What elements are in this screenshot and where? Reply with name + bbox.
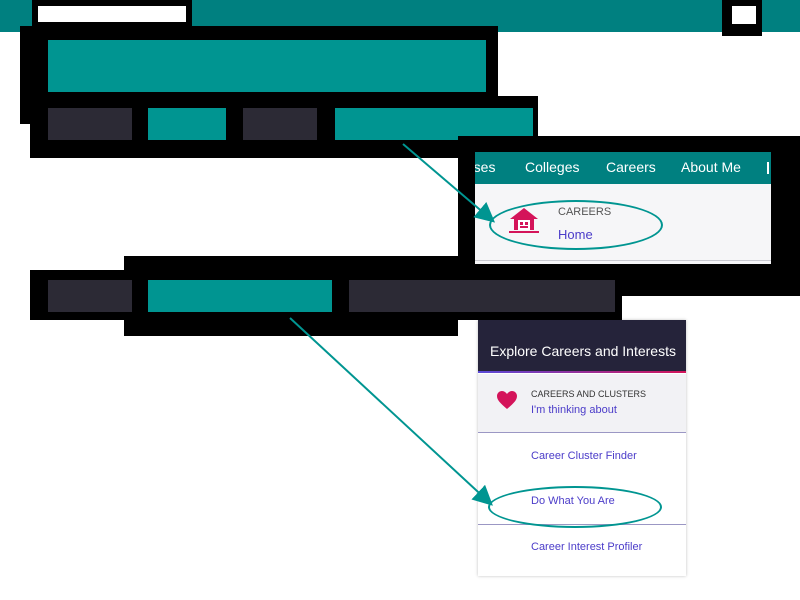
nav-item-courses[interactable]: rses: [475, 159, 496, 175]
top-left-white-bar: [38, 6, 186, 22]
redacted-menu-step-2: [148, 280, 332, 312]
arrow-to-home: [402, 143, 496, 223]
thinking-about-link[interactable]: I'm thinking about: [531, 404, 617, 416]
panel-subheader: CAREERS AND CLUSTERS I'm thinking about: [478, 374, 686, 432]
highlight-ellipse-home: [489, 200, 663, 250]
redacted-step-4: [335, 108, 533, 140]
highlight-ellipse-do-what-you-are: [488, 486, 662, 528]
redacted-menu-step-1: [48, 280, 132, 312]
screenshot1-nav-bar: rses Colleges Careers About Me: [475, 152, 771, 184]
redacted-title-bar: [48, 40, 486, 92]
screenshot2-panel: Explore Careers and Interests CAREERS AN…: [478, 320, 686, 576]
top-right-white-square: [732, 6, 756, 24]
nav-item-partial: [767, 162, 769, 174]
nav-item-careers[interactable]: Careers: [606, 159, 656, 175]
nav-item-colleges[interactable]: Colleges: [525, 159, 580, 175]
heart-icon: [496, 390, 518, 410]
careers-clusters-category: CAREERS AND CLUSTERS: [531, 389, 647, 399]
panel-title: Explore Careers and Interests: [490, 343, 676, 359]
panel-header: Explore Careers and Interests: [478, 320, 686, 372]
panel-header-underline: [478, 371, 686, 373]
career-cluster-finder-link[interactable]: Career Cluster Finder: [531, 450, 637, 462]
nav-item-about-me[interactable]: About Me: [681, 159, 741, 175]
redacted-step-3: [243, 108, 317, 140]
arrow-to-do-what-you-are: [289, 317, 493, 506]
redacted-menu-step-3: [349, 280, 615, 312]
dropdown-divider: [475, 260, 771, 261]
career-interest-profiler-link[interactable]: Career Interest Profiler: [531, 541, 643, 553]
panel-divider-1: [478, 432, 686, 433]
redacted-step-2: [148, 108, 226, 140]
redacted-step-1: [48, 108, 132, 140]
